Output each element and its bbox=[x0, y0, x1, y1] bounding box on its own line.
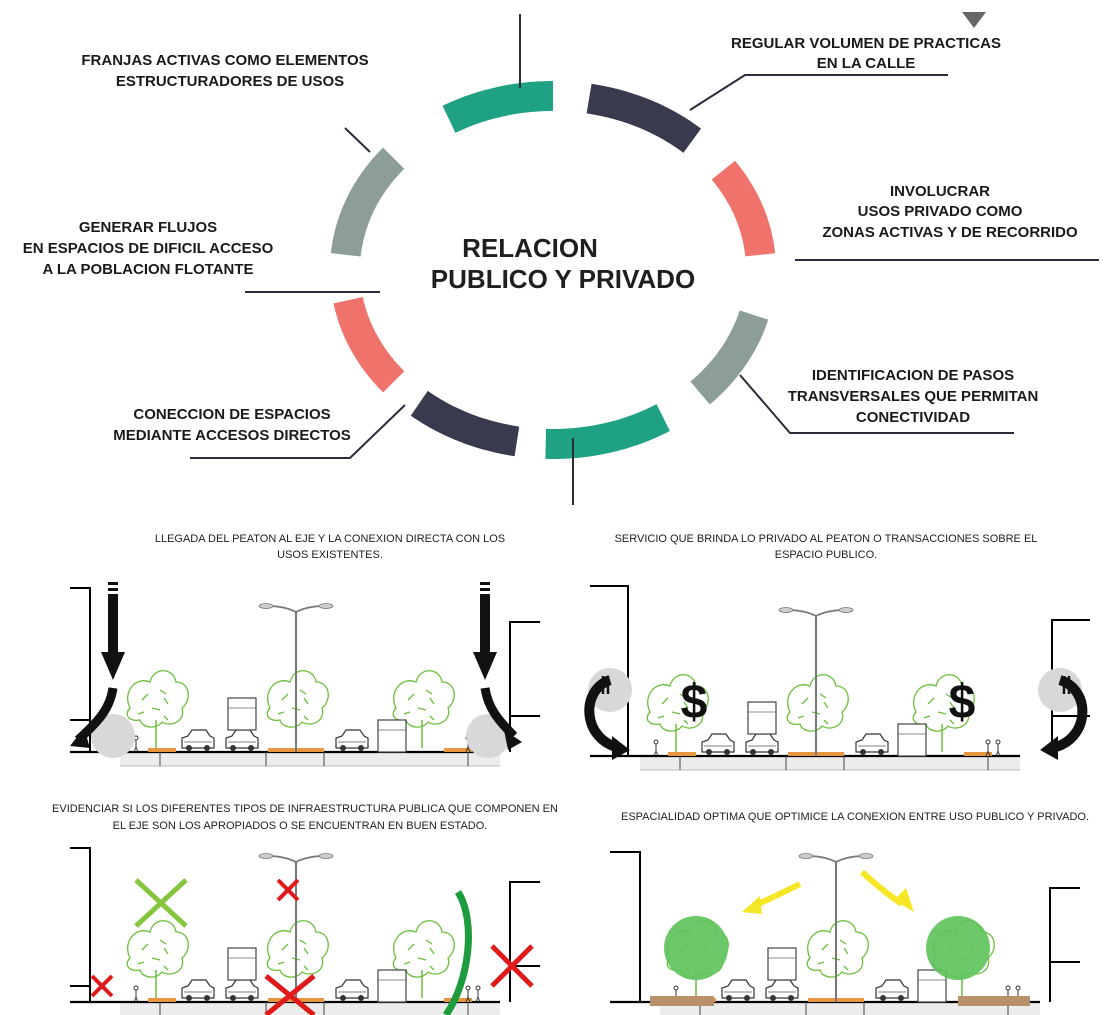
panel-private-service: SERVICIO QUE BRINDA LO PRIVADO AL PEATON… bbox=[584, 533, 1090, 770]
label-low-right: IDENTIFICACION DE PASOS TRANSVERSALES QU… bbox=[788, 367, 1039, 426]
ring-segment-teal-top bbox=[442, 81, 553, 133]
ring-segment-navy-top bbox=[586, 83, 702, 153]
green-space-circle-right bbox=[926, 916, 990, 980]
ring-segment-teal-bottom bbox=[545, 404, 670, 459]
panel-3-caption-line2: EL EJE SON LOS APROPIADOS O SE ENCUENTRA… bbox=[113, 820, 488, 832]
green-x-mark-icon bbox=[134, 878, 188, 928]
svg-text:USOS PRIVADO COMO: USOS PRIVADO COMO bbox=[858, 203, 1023, 220]
svg-text:A LA POBLACION FLOTANTE: A LA POBLACION FLOTANTE bbox=[42, 261, 253, 278]
curved-arrow-right-icon bbox=[1040, 675, 1088, 760]
ring-segment-salmon-left bbox=[333, 297, 405, 393]
svg-text:CONECTIVIDAD: CONECTIVIDAD bbox=[856, 409, 970, 426]
label-low-left: CONECCION DE ESPACIOS MEDIANTE ACCESOS D… bbox=[113, 406, 351, 444]
label-top-left: FRANJAS ACTIVAS COMO ELEMENTOS ESTRUCTUR… bbox=[81, 52, 368, 90]
panel-1-caption-line1: LLEGADA DEL PEATON AL EJE Y LA CONEXION … bbox=[155, 533, 505, 545]
red-x-building-icon bbox=[490, 944, 534, 988]
label-mid-right: INVOLUCRAR USOS PRIVADO COMO ZONAS ACTIV… bbox=[822, 183, 1078, 241]
triangle-marker-icon bbox=[962, 12, 986, 28]
leader-line-navy-right bbox=[689, 74, 948, 111]
svg-text:EN LA CALLE: EN LA CALLE bbox=[817, 55, 916, 72]
service-zone-circle-left bbox=[588, 668, 632, 712]
red-x-lamp-icon bbox=[276, 878, 300, 902]
ring-segment-gray-right bbox=[690, 310, 769, 405]
green-space-circle-left bbox=[664, 916, 728, 980]
svg-text:ZONAS ACTIVAS Y DE RECORRIDO: ZONAS ACTIVAS Y DE RECORRIDO bbox=[822, 224, 1078, 241]
svg-text:TRANSVERSALES QUE PERMITAN: TRANSVERSALES QUE PERMITAN bbox=[788, 388, 1039, 405]
street-section-1 bbox=[70, 587, 540, 766]
svg-text:REGULAR VOLUMEN DE PRACTICAS: REGULAR VOLUMEN DE PRACTICAS bbox=[731, 35, 1001, 52]
panel-pedestrian-arrival: LLEGADA DEL PEATON AL EJE Y LA CONEXION … bbox=[70, 533, 540, 766]
panel-optimal-spatiality: ESPACIALIDAD OPTIMA QUE OPTIMICE LA CONE… bbox=[610, 811, 1089, 1015]
diagram-title-line1: RELACION bbox=[462, 233, 598, 263]
svg-text:EN ESPACIOS DE DIFICIL ACCESO: EN ESPACIOS DE DIFICIL ACCESO bbox=[23, 240, 274, 257]
bench-right bbox=[958, 996, 1030, 1006]
label-top-right: REGULAR VOLUMEN DE PRACTICAS EN LA CALLE bbox=[731, 35, 1001, 72]
access-zone-circle-left bbox=[91, 714, 135, 758]
panel-3-caption-line1: EVIDENCIAR SI LOS DIFERENTES TIPOS DE IN… bbox=[52, 803, 558, 815]
label-mid-left: GENERAR FLUJOS EN ESPACIOS DE DIFICIL AC… bbox=[23, 219, 274, 278]
curved-arrow-left-icon bbox=[584, 675, 630, 760]
ring-diagram: RELACION PUBLICO Y PRIVADO FRANJAS ACTIV… bbox=[23, 12, 1099, 505]
service-zone-circle-right bbox=[1038, 668, 1082, 712]
leader-line-navy-left bbox=[190, 404, 406, 459]
red-x-small-left-icon bbox=[90, 974, 114, 998]
bench-left bbox=[650, 996, 714, 1006]
leader-line-gray-right bbox=[739, 374, 1014, 434]
street-section-2 bbox=[590, 585, 1090, 770]
svg-text:IDENTIFICACION DE PASOS: IDENTIFICACION DE PASOS bbox=[812, 367, 1014, 384]
svg-text:INVOLUCRAR: INVOLUCRAR bbox=[890, 183, 990, 200]
down-arrow-left-icon bbox=[70, 582, 125, 748]
dollar-sign-left-icon: $ bbox=[681, 676, 708, 729]
svg-text:CONECCION DE ESPACIOS: CONECCION DE ESPACIOS bbox=[133, 406, 330, 423]
svg-text:FRANJAS ACTIVAS COMO ELEMENTOS: FRANJAS ACTIVAS COMO ELEMENTOS bbox=[81, 52, 368, 69]
panel-1-caption-line2: USOS EXISTENTES. bbox=[277, 549, 383, 561]
diagram-title-line2: PUBLICO Y PRIVADO bbox=[431, 264, 695, 294]
dollar-sign-right-icon: $ bbox=[949, 676, 976, 729]
svg-text:ESTRUCTURADORES DE USOS: ESTRUCTURADORES DE USOS bbox=[116, 73, 344, 90]
ring-segment-navy-bottom bbox=[410, 390, 520, 457]
svg-text:MEDIANTE ACCESOS DIRECTOS: MEDIANTE ACCESOS DIRECTOS bbox=[113, 427, 351, 444]
street-section-4 bbox=[610, 851, 1080, 1015]
green-curve-mark bbox=[443, 890, 472, 1015]
ring-segment-salmon-right bbox=[711, 160, 776, 257]
svg-text:GENERAR FLUJOS: GENERAR FLUJOS bbox=[79, 219, 217, 236]
ring-segment-gray-left bbox=[330, 147, 405, 257]
panel-4-caption-line1: ESPACIALIDAD OPTIMA QUE OPTIMICE LA CONE… bbox=[621, 811, 1089, 823]
yellow-arrow-right-icon bbox=[859, 869, 914, 912]
down-arrow-right-icon bbox=[473, 582, 522, 750]
yellow-arrow-left-icon bbox=[742, 881, 802, 914]
panel-2-caption-line2: ESPACIO PUBLICO. bbox=[775, 549, 878, 561]
leader-line-gray-left bbox=[344, 127, 371, 153]
panel-infrastructure-state: EVIDENCIAR SI LOS DIFERENTES TIPOS DE IN… bbox=[52, 803, 558, 1015]
red-x-planter-icon bbox=[264, 974, 316, 1015]
panel-2-caption-line1: SERVICIO QUE BRINDA LO PRIVADO AL PEATON… bbox=[615, 533, 1038, 545]
